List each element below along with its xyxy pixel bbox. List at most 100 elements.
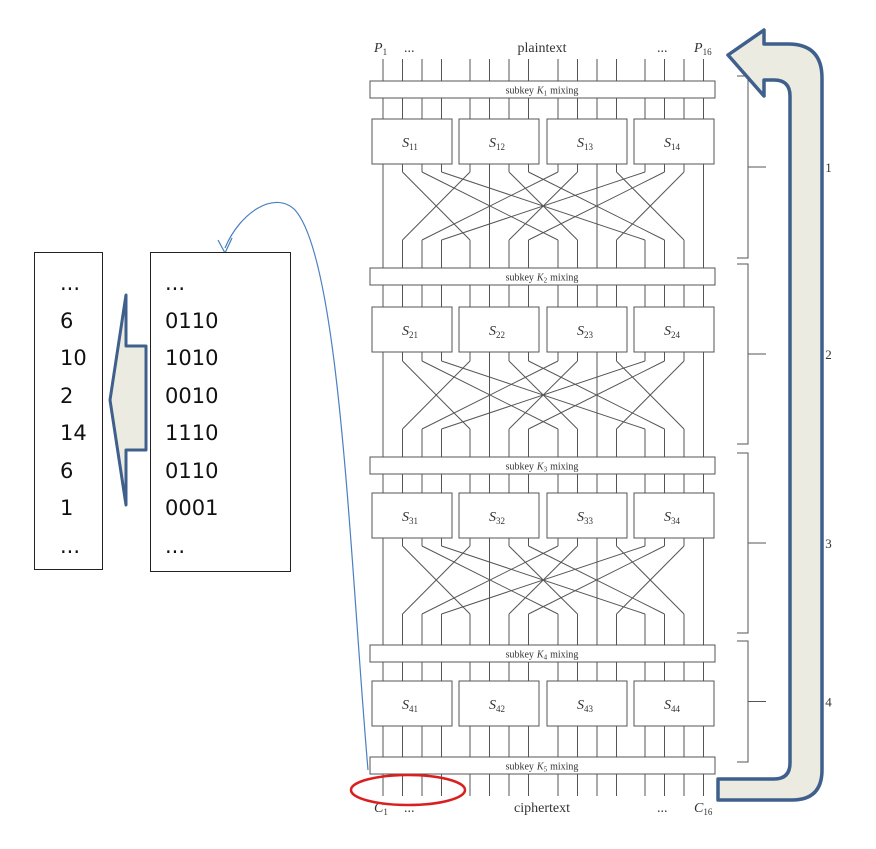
connector-arrowhead xyxy=(217,237,233,255)
subkey-mixing-prefix: subkey xyxy=(506,273,534,284)
sbox-label: S24 xyxy=(664,324,681,340)
subkey-mixing-sub: 2 xyxy=(544,277,548,285)
plaintext-first-subscript: 1 xyxy=(383,47,388,57)
decimal-value: 14 xyxy=(60,421,87,445)
binary-value: 1010 xyxy=(165,346,219,370)
permutation-wire xyxy=(441,545,646,615)
sbox-label-letter: S xyxy=(489,510,496,525)
round-brace xyxy=(737,263,749,445)
sbox-label-letter: S xyxy=(402,510,409,525)
sbox-label: S33 xyxy=(577,510,594,526)
sbox-11 xyxy=(371,118,453,165)
permutation-wire xyxy=(528,360,665,430)
subkey-mixing-bar xyxy=(369,267,716,286)
round-brace xyxy=(737,640,749,763)
sbox-44 xyxy=(633,680,715,727)
sbox-12 xyxy=(458,118,540,165)
sbox-label-letter: S xyxy=(577,510,584,525)
feedback-loop-arrow xyxy=(716,28,824,802)
ciphertext-last-letter: C xyxy=(694,801,704,816)
permutation-wire xyxy=(421,171,559,241)
decimal-value: 1 xyxy=(60,496,74,520)
sbox-label-letter: S xyxy=(489,698,496,713)
subkey-mixing-bar xyxy=(369,456,716,475)
decimal-value: 2 xyxy=(60,383,74,408)
sbox-22 xyxy=(458,306,540,353)
sbox-label-subscript: 31 xyxy=(409,516,418,526)
binary-values-box: ... 0110 1010 0010 1110 0110 0001 ... xyxy=(150,252,291,572)
sbox-label-subscript: 34 xyxy=(671,516,681,526)
permutation-wire xyxy=(441,360,646,430)
plaintext-left-dots: ... xyxy=(404,41,415,56)
subkey-mixing-key: K xyxy=(536,273,545,284)
sbox-label: S22 xyxy=(489,324,505,340)
sbox-label-letter: S xyxy=(402,136,409,151)
binary-value: ... xyxy=(165,533,186,558)
plaintext-label: plaintext xyxy=(518,41,567,56)
ciphertext-right-dots: ... xyxy=(657,801,668,816)
permutation-wire xyxy=(616,360,685,430)
subkey-mixing-suffix: mixing xyxy=(550,650,578,661)
sbox-label-subscript: 42 xyxy=(496,704,505,714)
decimal-value: 6 xyxy=(60,308,74,333)
subkey-mixing-sub: 1 xyxy=(544,90,548,98)
sbox-label: S14 xyxy=(664,136,681,152)
sbox-label-subscript: 43 xyxy=(584,704,594,714)
binary-value: 0010 xyxy=(165,383,219,408)
subkey-mixing-sub: 4 xyxy=(544,654,548,662)
sbox-label-letter: S xyxy=(664,324,671,339)
subkey-mixing-key: K xyxy=(536,462,545,473)
decimal-value: ... xyxy=(60,533,81,558)
sbox-label-letter: S xyxy=(577,136,584,151)
permutation-wire xyxy=(528,171,665,241)
sbox-label-letter: S xyxy=(664,136,671,151)
sbox-label-subscript: 22 xyxy=(496,330,505,340)
sbox-label-subscript: 21 xyxy=(409,330,418,340)
binary-value: 0001 xyxy=(165,496,219,520)
subkey-mixing-sub: 5 xyxy=(544,766,548,774)
sbox-label-subscript: 14 xyxy=(671,142,681,152)
sbox-label-letter: S xyxy=(489,136,496,151)
sbox-label: S34 xyxy=(664,510,681,526)
sbox-label: S42 xyxy=(489,698,505,714)
sbox-34 xyxy=(633,492,715,539)
sbox-label: S11 xyxy=(402,136,418,152)
permutation-wire xyxy=(528,545,665,615)
sbox-label-letter: S xyxy=(577,324,584,339)
sbox-label: S41 xyxy=(402,698,418,714)
sbox-label-letter: S xyxy=(402,698,409,713)
ciphertext-last-index: C16 xyxy=(694,801,713,817)
connector-line xyxy=(224,201,369,771)
sbox-41 xyxy=(371,680,453,727)
sbox-label-letter: S xyxy=(577,698,584,713)
ciphertext-last-subscript: 16 xyxy=(703,807,713,817)
permutation-wire xyxy=(616,545,685,615)
binary-value: 0110 xyxy=(165,308,219,333)
conversion-arrow xyxy=(108,293,148,507)
sbox-43 xyxy=(546,680,628,727)
decimal-value: 10 xyxy=(60,346,87,370)
sbox-label-subscript: 12 xyxy=(496,142,505,152)
ciphertext-label: ciphertext xyxy=(514,801,570,816)
subkey-mixing-prefix: subkey xyxy=(506,86,534,97)
decimal-value: 6 xyxy=(60,458,74,483)
sbox-21 xyxy=(371,306,453,353)
subkey-mixing-key: K xyxy=(536,762,545,773)
sbox-label: S44 xyxy=(664,698,681,714)
sbox-label-letter: S xyxy=(402,324,409,339)
subkey-mixing-prefix: subkey xyxy=(506,762,534,773)
binary-value: 1110 xyxy=(165,421,219,445)
subkey-mixing-suffix: mixing xyxy=(550,86,578,97)
permutation-wire xyxy=(402,171,471,241)
sbox-13 xyxy=(546,118,628,165)
permutation-wire xyxy=(421,545,559,615)
sbox-label-letter: S xyxy=(664,698,671,713)
subkey-mixing-suffix: mixing xyxy=(550,462,578,473)
binary-value: ... xyxy=(165,271,186,295)
subkey-mixing-key: K xyxy=(536,86,545,97)
binary-value: 0110 xyxy=(165,458,219,483)
